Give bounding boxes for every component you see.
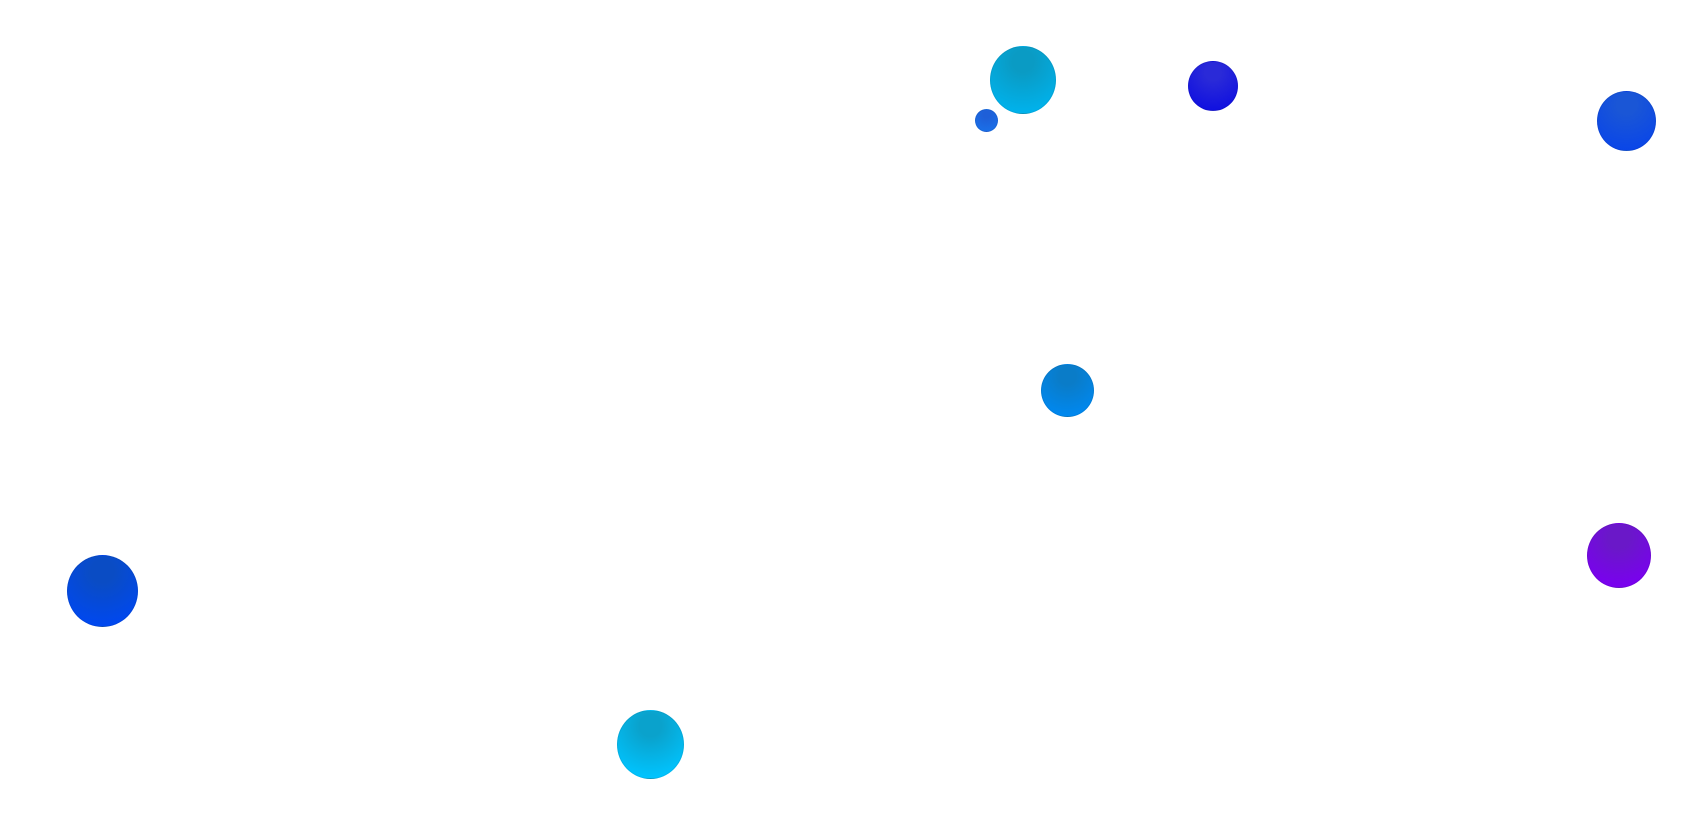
ball-cyan-bottom bbox=[617, 710, 684, 779]
ball-indigo-top bbox=[1188, 61, 1238, 111]
ball-violet-right bbox=[1587, 523, 1651, 588]
ball-cyan-top bbox=[990, 46, 1056, 114]
ball-small-blue bbox=[975, 109, 998, 132]
ball-blue-top-right bbox=[1597, 91, 1656, 151]
ball-sky-blue-center bbox=[1041, 364, 1094, 417]
ball-blue-bottom-left bbox=[67, 555, 138, 627]
